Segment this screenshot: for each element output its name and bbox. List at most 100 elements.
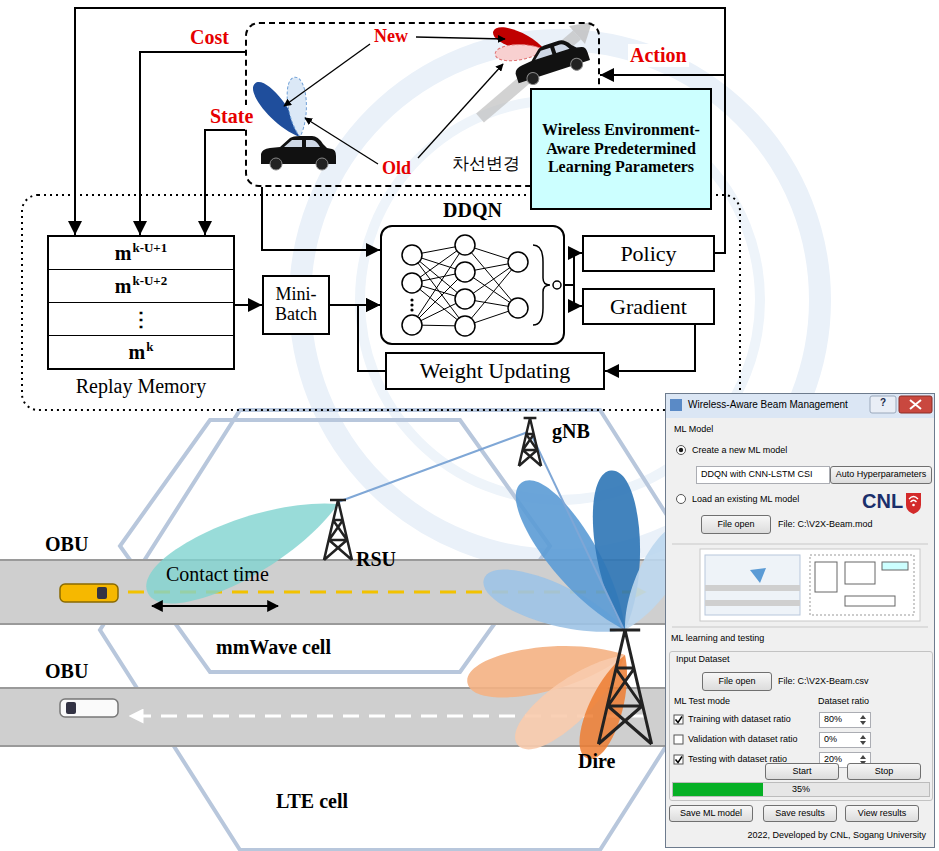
thumbnail-box <box>845 562 875 584</box>
connector <box>565 285 582 306</box>
node-text: 35% <box>792 785 810 795</box>
replay-memory: Replay Memorymk-U+1mk-U+2⋮mk <box>47 235 235 370</box>
node-text: DDQN with CNN-LSTM CSI <box>701 470 813 480</box>
section-title: ML Model <box>674 424 713 434</box>
model-dropdown: DDQN with CNN-LSTM CSI <box>696 466 830 484</box>
minibatch-box: Mini-Batch <box>262 275 330 335</box>
gui-button: Stop <box>847 763 921 780</box>
leader-line <box>284 44 370 106</box>
section-title: ML learning and testing <box>671 633 764 643</box>
superscript: k-U+2 <box>132 273 167 288</box>
superscript: k <box>146 339 153 354</box>
backhaul-link <box>532 436 625 632</box>
node-text: ⋮ <box>131 307 151 331</box>
station-name: RSU <box>356 548 396 571</box>
ellipsis-dot <box>410 298 413 301</box>
radio-button <box>677 446 686 455</box>
node-text: mk-U+1 <box>115 242 168 265</box>
edge-label: State <box>208 105 255 128</box>
network-edge <box>412 245 518 326</box>
node-text: Start <box>792 767 811 777</box>
weight-update-box: Weight Updating <box>385 352 605 390</box>
station-name: Dire <box>578 750 615 773</box>
checkbox <box>674 755 683 764</box>
file-path: File: C:\V2X-Beam.mod <box>778 519 873 529</box>
thumbnail-road <box>705 585 800 591</box>
memory-row: mk-U+2 <box>49 270 233 303</box>
help-button <box>870 396 896 413</box>
edge-label: Action <box>628 44 689 67</box>
radio-label: Create a new ML model <box>692 445 787 455</box>
radio-dot <box>679 448 683 452</box>
car-side <box>510 33 592 89</box>
car-wheel <box>270 158 282 170</box>
edge-label: Cost <box>188 26 231 49</box>
neuron <box>402 315 422 335</box>
node-text: Old <box>382 158 411 179</box>
neuron <box>455 262 475 282</box>
road-edge <box>0 745 665 747</box>
memory-symbol: m <box>115 275 132 297</box>
car-body <box>510 33 590 83</box>
app-window: Wireless-Aware Beam ManagementDDQN with … <box>665 393 935 848</box>
radio-label: Load an existing ML model <box>692 494 799 504</box>
vehicle-name: OBU <box>45 533 88 556</box>
logo-shield <box>906 493 921 514</box>
ddqn-box: DDQN <box>380 225 565 345</box>
connector <box>140 52 245 235</box>
gradient-box: Gradient <box>582 288 715 325</box>
neuron <box>402 273 422 293</box>
memory-symbol: m <box>115 242 132 264</box>
output-bracket <box>533 245 550 325</box>
network-neurons <box>402 235 528 336</box>
tower-lattice <box>598 630 651 744</box>
backhaul-link <box>338 432 528 502</box>
neuron <box>508 252 528 272</box>
gui-button: Start <box>765 763 839 780</box>
node-text: Save ML model <box>680 809 742 819</box>
node-text: File open <box>717 520 754 530</box>
leader-line <box>305 118 378 164</box>
node-text: File open <box>718 677 755 687</box>
node-text: Gradient <box>610 294 687 320</box>
progress-bar: 35% <box>672 782 930 797</box>
node-text: mk <box>129 341 154 364</box>
node-text: Policy <box>620 241 676 267</box>
checkbox-label: Testing with dataset ratio <box>688 754 787 764</box>
node-text: Auto Hyperparameters <box>836 470 927 480</box>
node-text: Wireless-Aware Beam Management <box>688 399 848 410</box>
connector <box>205 130 245 235</box>
car-icon <box>60 584 118 602</box>
vehicle-name: OBU <box>45 660 88 683</box>
logo-text: CNL <box>862 490 903 513</box>
lte-cell-hexagon <box>100 410 740 850</box>
spin-arrows <box>858 713 868 727</box>
leader-line <box>418 64 503 158</box>
node-text: Replay Memory <box>49 375 233 398</box>
node-text: Input Dataset <box>676 655 730 665</box>
network-links <box>412 245 518 326</box>
car-icon <box>60 699 118 717</box>
neuron <box>508 298 528 318</box>
neuron <box>402 245 422 265</box>
column-heading: Dataset ratio <box>818 696 869 706</box>
memory-row: mk-U+1 <box>49 237 233 270</box>
node-text: 차선변경 <box>452 152 520 175</box>
tower-lattice <box>324 500 352 560</box>
memory-symbol: m <box>129 341 146 363</box>
cell-name: LTE cell <box>276 790 348 813</box>
mmwave-cell-hexagon <box>120 420 550 672</box>
neuron <box>455 289 475 309</box>
memory-row: mk <box>49 336 233 368</box>
lane-change-arrowhead <box>569 22 592 44</box>
gui-button: Save ML model <box>669 805 753 822</box>
node-text: Save results <box>775 809 825 819</box>
node-text: 0% <box>824 735 837 745</box>
thumbnail-scene <box>705 555 800 615</box>
thumbnail-diagram <box>810 555 914 615</box>
node-text: 80% <box>824 715 842 725</box>
checkbox-label: Training with dataset ratio <box>688 714 791 724</box>
connector <box>262 187 380 250</box>
spin-arrow <box>860 735 866 745</box>
